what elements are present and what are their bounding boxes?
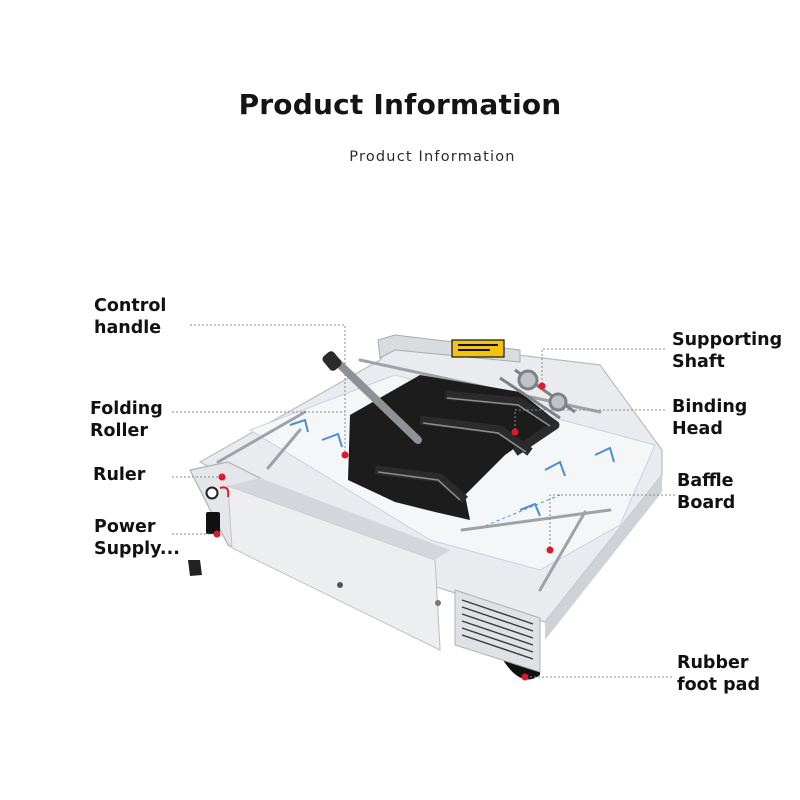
page-title: Product Information bbox=[238, 88, 562, 121]
folding-assembly bbox=[348, 375, 555, 520]
marker-baffle-board bbox=[546, 546, 554, 554]
frame-highlights bbox=[377, 397, 551, 501]
warning-label bbox=[451, 339, 505, 358]
grille-slats bbox=[461, 599, 534, 660]
marker-supporting-shaft bbox=[538, 382, 546, 390]
marker-rubber-foot-pad bbox=[521, 673, 529, 681]
knob bbox=[205, 486, 219, 500]
label-rubber-foot-pad: Rubber foot pad bbox=[677, 653, 760, 695]
control-handle-shape bbox=[322, 351, 422, 444]
leader-supporting-shaft bbox=[541, 348, 665, 386]
label-baffle-board: Baffle Board bbox=[677, 471, 736, 513]
label-folding-roller: Folding Roller bbox=[90, 399, 163, 441]
cooling-grille bbox=[454, 589, 541, 673]
machine-base-side bbox=[545, 475, 662, 640]
marker-power-supply bbox=[213, 530, 221, 538]
power-switch bbox=[206, 512, 220, 534]
label-ruler: Ruler bbox=[93, 465, 146, 485]
page-subtitle: Product Information bbox=[349, 149, 516, 165]
leader-binding-head bbox=[514, 409, 665, 432]
leader-lines bbox=[172, 324, 675, 678]
callout-markers bbox=[213, 382, 554, 681]
rubber-foot-left bbox=[188, 560, 202, 576]
blue-guide-marks bbox=[289, 418, 615, 529]
supporting-shaft bbox=[499, 368, 576, 420]
leader-baffle-board bbox=[549, 494, 675, 550]
marker-control-handle bbox=[341, 451, 349, 459]
label-control-handle: Control handle bbox=[94, 296, 167, 338]
marker-binding-head bbox=[511, 428, 519, 436]
label-binding-head: Binding Head bbox=[672, 397, 748, 439]
folding-frames bbox=[374, 390, 560, 504]
label-power-supply: Power Supply... bbox=[94, 517, 180, 559]
label-supporting-shaft: Supporting Shaft bbox=[672, 330, 783, 372]
marker-ruler bbox=[218, 473, 226, 481]
front-panel-top bbox=[228, 478, 450, 560]
